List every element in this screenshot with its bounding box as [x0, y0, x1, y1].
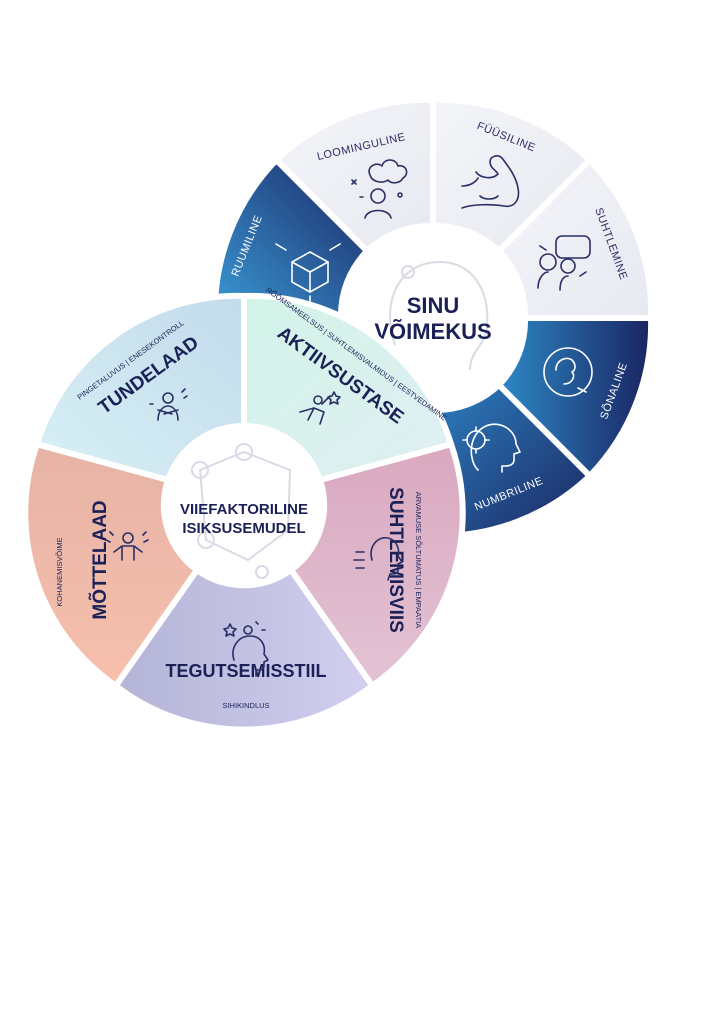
top-wheel-title-line2: VÕIMEKUS: [374, 319, 491, 344]
segment-ruumiline[interactable]: [211, 155, 372, 321]
idea-head-icon: [223, 621, 269, 677]
people-talking-icon: [537, 235, 591, 291]
segment-tegutsemisstiil-subtitle: SIHIKINDLUS: [222, 701, 269, 710]
jumping-person-icon: [299, 391, 341, 425]
speaking-head-icon: [543, 347, 593, 397]
thinking-clouds-icon: [351, 159, 408, 219]
bottom-wheel-title-line2: ISIKSUSEMUDEL: [182, 520, 305, 537]
segment-sonaline[interactable]: [494, 315, 655, 481]
segment-mottelaad-title: MÕTTELAAD: [89, 500, 111, 619]
talking-head-icon: [353, 536, 403, 581]
gear-head-icon: [462, 423, 521, 473]
segment-suhtlemisviis-title: SUHTLEMISVIIS: [385, 487, 406, 633]
node-watermark: [401, 265, 415, 279]
open-arms-icon: [105, 531, 149, 561]
segment-suhtlemine[interactable]: [494, 155, 655, 321]
flexed-arm-icon: [461, 155, 520, 209]
top-wheel-title-line1: SINU: [407, 293, 460, 318]
head-outline-watermark: [389, 260, 489, 371]
bottom-wheel-title-line1: VIIEFAKTORILINE: [180, 501, 308, 518]
bottom-wheel: VIIEFAKTORILINE ISIKSUSEMUDEL TUNDELAAD …: [22, 285, 466, 733]
self-hug-icon: [149, 388, 188, 421]
segment-mottelaad-subtitle: KOHANEMISVÕIME: [55, 537, 64, 606]
segment-tegutsemisstiil-title: TEGUTSEMISSTIIL: [165, 661, 326, 681]
cube-arrows-icon: [275, 243, 341, 305]
segment-suhtlemisviis-subtitle: ARVAMUSE SÕLTUMATUS | EMPAATIA: [414, 492, 423, 629]
network-watermark: [191, 443, 292, 579]
